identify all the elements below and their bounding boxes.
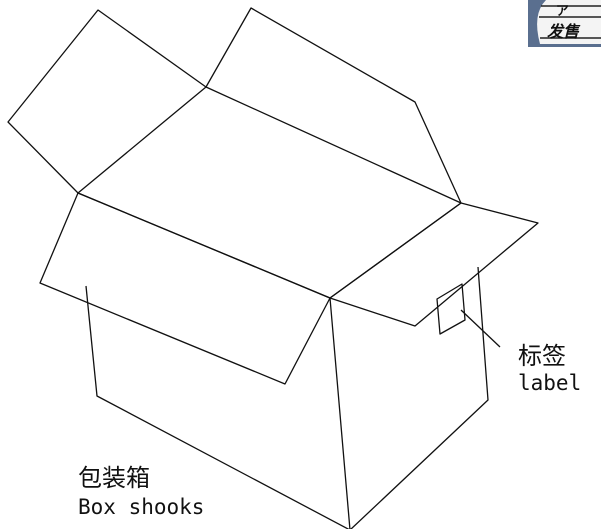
fragment-frame: ア [528,0,601,47]
right-back-flap [205,7,462,204]
corner-document-fragment: ア 发售 [528,0,601,47]
box-front-face [85,285,351,529]
front-right-flap [329,202,539,327]
label-leader-line [460,309,501,348]
left-back-flap [7,9,207,194]
label-text-en: label [518,371,582,395]
box-text-en: Box shooks [78,495,205,519]
box-side-face [350,266,489,529]
corner-fragment-text: 发售 [547,22,580,41]
label-text-zh: 标签 [518,342,566,370]
label-sticker [436,283,466,335]
front-left-flap [39,192,331,385]
box-opening [77,86,462,299]
box-text-zh: 包装箱 [78,464,150,492]
svg-text:ア: ア [556,4,569,19]
